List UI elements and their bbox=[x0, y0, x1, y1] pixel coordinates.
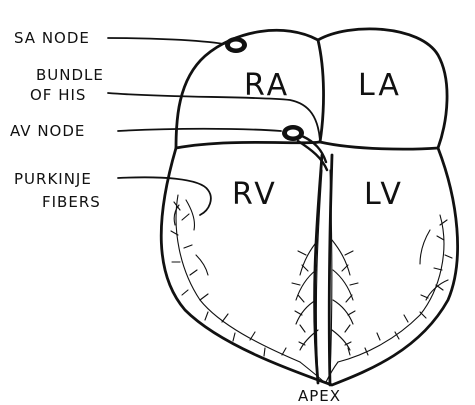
purkinje-fibers bbox=[171, 170, 452, 382]
av-node-leader bbox=[118, 129, 281, 131]
purkinje-label-line1: PURKINJE bbox=[14, 170, 92, 188]
purkinje-label-line2: FIBERS bbox=[42, 193, 101, 211]
av-node bbox=[282, 125, 304, 141]
av-node-label: AV NODE bbox=[10, 122, 85, 140]
heart-outline bbox=[161, 29, 457, 385]
chamber-rv-label: RV bbox=[232, 177, 278, 212]
sa-node bbox=[225, 37, 247, 53]
bundle-of-his-label-line1: BUNDLE bbox=[36, 66, 104, 84]
apex-label: APEX bbox=[298, 387, 341, 405]
chamber-ra-label: RA bbox=[244, 68, 290, 103]
chamber-la-label: LA bbox=[358, 68, 402, 103]
sa-node-leader bbox=[108, 38, 224, 44]
sa-node-label: SA NODE bbox=[14, 29, 90, 47]
bundle-of-his-label-line2: OF HIS bbox=[30, 86, 86, 104]
chamber-lv-label: LV bbox=[364, 177, 404, 212]
